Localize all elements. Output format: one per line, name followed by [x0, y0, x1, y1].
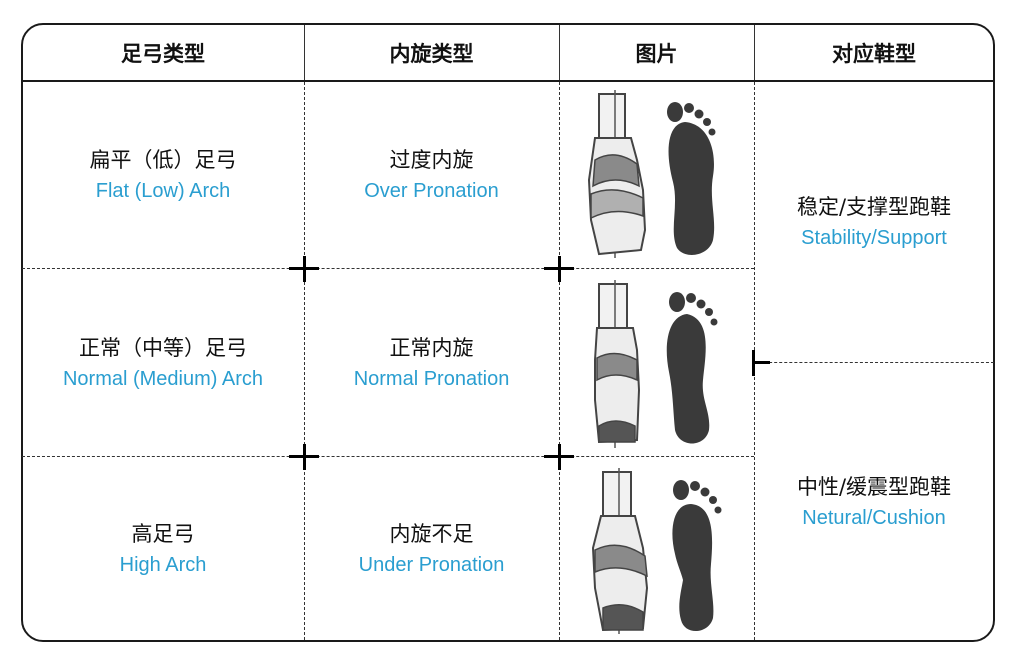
arch-cell: 扁平（低）足弓 Flat (Low) Arch	[22, 82, 304, 268]
row-divider	[22, 456, 754, 457]
pronation-cell: 正常内旋 Normal Pronation	[304, 270, 559, 456]
pronation-label-zh: 过度内旋	[389, 148, 474, 172]
leg-heel-icon	[594, 280, 641, 448]
header-picture: 图片	[635, 41, 678, 66]
arch-cell: 高足弓 High Arch	[22, 458, 304, 640]
shoe-label-zh: 中性/缓震型跑鞋	[796, 475, 952, 499]
header-shoe-type: 对应鞋型	[832, 41, 916, 66]
cross-mark	[303, 256, 306, 282]
shoe-row-divider	[754, 362, 994, 363]
footprint-icon	[672, 480, 722, 632]
normal-arch-foot-illustration	[594, 280, 718, 448]
column-divider	[304, 82, 305, 640]
pronation-label-en: Normal Pronation	[353, 368, 510, 390]
pronation-cell: 过度内旋 Over Pronation	[304, 82, 559, 268]
pronation-cell: 内旋不足 Under Pronation	[304, 458, 559, 640]
arch-label-zh: 正常（中等）足弓	[79, 336, 247, 360]
high-arch-foot-illustration	[591, 468, 722, 634]
header-bottom-line	[22, 80, 994, 82]
pronation-label-zh: 正常内旋	[389, 336, 474, 360]
header-arch-type: 足弓类型	[121, 41, 205, 66]
shoe-type-cell: 中性/缓震型跑鞋 Netural/Cushion	[754, 364, 994, 640]
shoe-type-cell: 稳定/支撑型跑鞋 Stability/Support	[754, 82, 994, 362]
arch-label-en: Normal (Medium) Arch	[62, 368, 264, 390]
cross-mark	[303, 444, 306, 470]
flat-arch-foot-illustration	[587, 90, 716, 258]
cross-mark	[558, 444, 561, 470]
pronation-label-zh: 内旋不足	[389, 522, 474, 546]
shoe-label-zh: 稳定/支撑型跑鞋	[796, 195, 952, 219]
shoe-label-en: Stability/Support	[801, 227, 947, 249]
arch-label-en: Flat (Low) Arch	[95, 180, 231, 202]
header-divider	[304, 25, 305, 80]
shoe-label-en: Netural/Cushion	[802, 507, 946, 529]
pronation-label-en: Under Pronation	[358, 554, 505, 576]
footprint-icon	[667, 102, 716, 255]
header-divider	[754, 25, 755, 80]
tee-mark	[752, 350, 755, 376]
leg-heel-icon	[587, 90, 647, 258]
arch-label-zh: 扁平（低）足弓	[89, 148, 237, 172]
header-divider	[559, 25, 560, 80]
row-divider	[22, 268, 754, 269]
footprint-icon	[666, 292, 718, 444]
tee-mark	[754, 361, 770, 364]
cross-mark	[558, 256, 561, 282]
arch-label-en: High Arch	[119, 554, 207, 576]
leg-heel-icon	[591, 468, 649, 634]
pronation-label-en: Over Pronation	[364, 180, 499, 202]
arch-cell: 正常（中等）足弓 Normal (Medium) Arch	[22, 270, 304, 456]
table-frame	[21, 23, 995, 642]
arch-label-zh: 高足弓	[131, 522, 195, 546]
column-divider	[559, 82, 560, 640]
header-pronation-type: 内旋类型	[389, 41, 474, 66]
